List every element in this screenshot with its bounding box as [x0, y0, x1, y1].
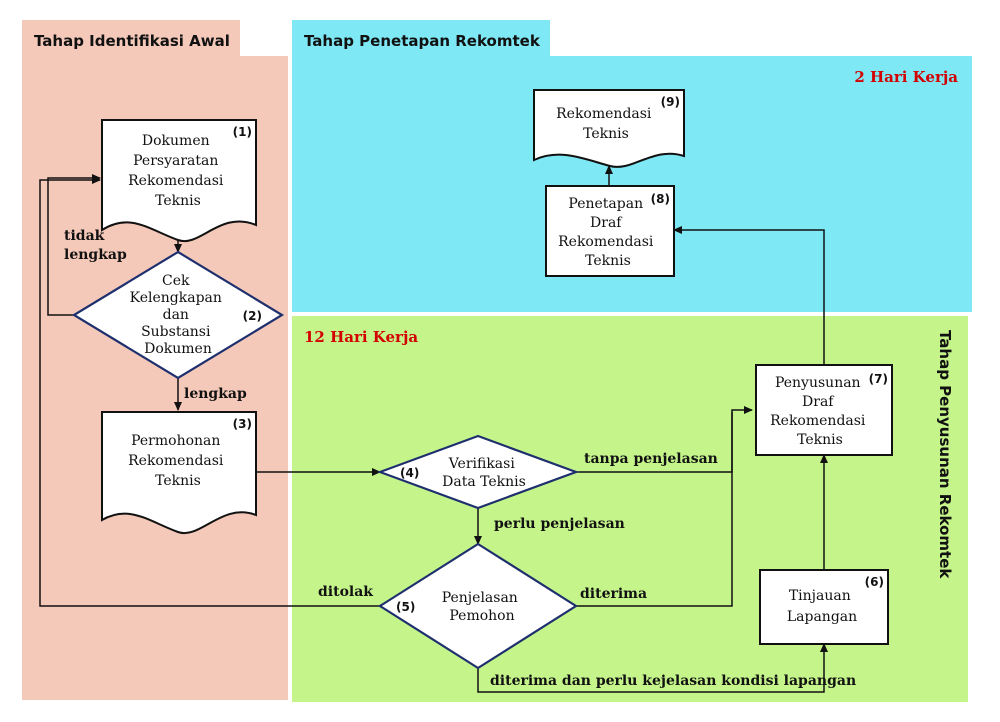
node-dokumen-persyaratan: (1) Dokumen Persyaratan Rekomendasi Tekn…: [101, 119, 257, 243]
node-3-line: Rekomendasi: [128, 453, 224, 469]
node-cek-kelengkapan: (2) Cek Kelengkapan dan Substansi Dokume…: [71, 250, 285, 380]
duration-penetapan: 2 Hari Kerja: [854, 68, 958, 86]
node-permohonan: (3) Permohonan Rekomendasi Teknis: [101, 411, 257, 535]
lane-penyusunan-title: Tahap Penyusunan Rekomtek: [936, 330, 954, 579]
node-6-number: (6): [865, 575, 884, 589]
node-7-line: Draf: [802, 394, 835, 410]
node-2-line: Dokumen: [144, 341, 212, 357]
lane-identifikasi-title: Tahap Identifikasi Awal: [34, 32, 230, 50]
node-3-label: Permohonan Rekomendasi Teknis: [128, 433, 228, 489]
node-6-label: Tinjauan Lapangan: [787, 588, 857, 625]
node-1-line: Persyaratan: [133, 153, 218, 169]
node-8-line: Rekomendasi: [558, 234, 654, 250]
node-9-label: Rekomendasi Teknis: [556, 106, 656, 142]
node-7-line: Teknis: [797, 432, 843, 448]
node-9-line: Teknis: [583, 126, 629, 142]
node-2-number: (2): [243, 309, 262, 323]
node-2-shape: [71, 250, 285, 380]
edge-label-line: lengkap: [64, 247, 127, 263]
node-2-line: Cek: [162, 273, 190, 289]
node-8-label: Penetapan Draf Rekomendasi Teknis: [558, 196, 658, 269]
node-penyusunan-draf: (7) Penyusunan Draf Rekomendasi Teknis: [755, 364, 893, 456]
lane-penetapan: Tahap Penetapan Rekomtek 2 Hari Kerja: [292, 20, 972, 312]
node-6-line: Tinjauan: [789, 588, 851, 604]
node-rekomendasi-teknis: (9) Rekomendasi Teknis: [533, 89, 685, 168]
edge-2-to-1: [47, 174, 101, 316]
edge-5-to-7: [576, 412, 733, 607]
node-4-shape: [376, 434, 580, 510]
node-1-number: (1): [233, 125, 252, 139]
node-8-line: Penetapan: [568, 196, 643, 212]
node-tinjauan-lapangan: (6) Tinjauan Lapangan: [759, 569, 889, 645]
edge-labels: tidak lengkap lengkap tanpa penjelasan p…: [64, 228, 856, 689]
node-9-number: (9): [661, 95, 680, 109]
node-6-shape: [759, 569, 889, 645]
node-8-line: Draf: [590, 215, 623, 231]
node-8-shape: [545, 185, 675, 277]
edge-label-lengkap: lengkap: [184, 386, 247, 402]
node-4-number: (4): [400, 466, 419, 480]
node-1-line: Teknis: [155, 193, 201, 209]
node-8-number: (8): [651, 192, 670, 206]
node-penetapan-draf: (8) Penetapan Draf Rekomendasi Teknis: [545, 185, 675, 277]
edge-5-to-1: [39, 176, 380, 607]
node-1-label: Dokumen Persyaratan Rekomendasi Teknis: [128, 133, 228, 209]
node-5-label: Penjelasan Pemohon: [442, 590, 523, 624]
lane-penetapan-title: Tahap Penetapan Rekomtek: [304, 32, 541, 50]
node-4-label: Verifikasi Data Teknis: [442, 456, 526, 490]
node-3-line: Permohonan: [131, 433, 220, 449]
edge-label-diterima: diterima: [580, 586, 647, 602]
lane-penetapan-background: [292, 20, 972, 312]
edge-label-perlu-penjelasan: perlu penjelasan: [494, 516, 625, 532]
edge-label-ditolak: ditolak: [318, 584, 373, 600]
node-1-line: Rekomendasi: [128, 173, 224, 189]
node-4-line: Verifikasi: [448, 456, 516, 472]
edge-label-tanpa-penjelasan: tanpa penjelasan: [584, 451, 718, 467]
node-3-shape: [101, 411, 257, 535]
node-2-line: dan: [163, 307, 189, 323]
node-verifikasi: (4) Verifikasi Data Teknis: [376, 434, 580, 510]
node-7-line: Penyusunan: [775, 375, 861, 391]
node-5-line: Penjelasan: [442, 590, 518, 606]
node-2-label: Cek Kelengkapan dan Substansi Dokumen: [130, 273, 227, 357]
node-7-shape: [755, 364, 893, 456]
node-7-line: Rekomendasi: [770, 413, 866, 429]
node-5-shape: [377, 542, 579, 670]
node-penjelasan-pemohon: (5) Penjelasan Pemohon: [377, 542, 579, 670]
node-3-number: (3): [233, 417, 252, 431]
edge-label-line: tidak: [64, 228, 105, 244]
node-6-line: Lapangan: [787, 609, 857, 625]
edge-7-to-8: [673, 226, 825, 365]
node-7-number: (7): [869, 372, 888, 386]
duration-penyusunan: 12 Hari Kerja: [304, 328, 418, 346]
node-1-line: Dokumen: [142, 133, 210, 149]
node-5-number: (5): [396, 600, 415, 614]
node-9-line: Rekomendasi: [556, 106, 652, 122]
node-8-line: Teknis: [585, 253, 631, 269]
node-3-line: Teknis: [155, 473, 201, 489]
node-1-shape: [101, 119, 257, 243]
node-4-line: Data Teknis: [442, 474, 526, 490]
edge-label-tidak-lengkap: tidak lengkap: [64, 228, 127, 263]
node-7-label: Penyusunan Draf Rekomendasi Teknis: [770, 375, 870, 448]
edge-label-diterima-lapangan: diterima dan perlu kejelasan kondisi lap…: [490, 673, 856, 689]
node-2-line: Kelengkapan: [130, 290, 222, 306]
node-2-line: Substansi: [141, 324, 211, 340]
node-5-line: Pemohon: [449, 608, 514, 624]
edge-5-to-6: [477, 643, 828, 693]
node-9-shape: [533, 89, 685, 168]
